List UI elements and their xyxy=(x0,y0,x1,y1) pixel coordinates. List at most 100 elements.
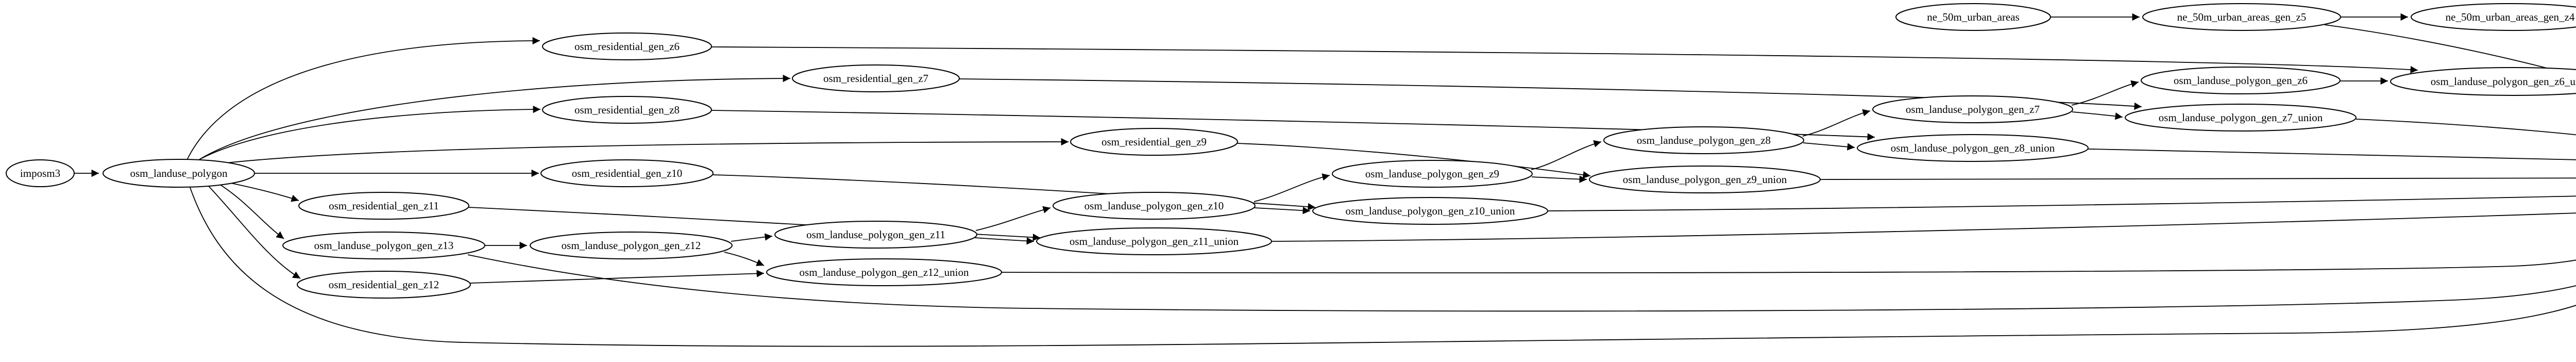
edge-gen-z12-to-gen-z11 xyxy=(731,233,773,242)
node-osm-landuse-polygon-gen-z6-shape xyxy=(2141,67,2341,94)
node-osm-landuse-polygon-gen-z9-union-label: osm_landuse_polygon_gen_z9_union xyxy=(1623,173,1787,186)
node-imposm3-shape xyxy=(6,159,75,187)
node-osm-landuse-polygon-gen-z10-union: osm_landuse_polygon_gen_z10_union xyxy=(1312,197,1548,225)
edge-gen-z9-union-to-layer-z9 xyxy=(1820,177,2576,180)
node-osm-residential-gen-z10: osm_residential_gen_z10 xyxy=(540,159,714,187)
node-osm-residential-gen-z6: osm_residential_gen_z6 xyxy=(542,32,712,60)
node-osm-residential-gen-z9-shape xyxy=(1070,128,1238,156)
node-osm-landuse-polygon-gen-z12-union: osm_landuse_polygon_gen_z12_union xyxy=(766,258,1002,286)
node-osm-landuse-polygon-gen-z8-label: osm_landuse_polygon_gen_z8 xyxy=(1637,134,1771,146)
edge-gen-z9-to-gen-z8 xyxy=(1531,140,1602,170)
edge-gen-z9-to-gen-z9-union xyxy=(1531,175,1587,183)
node-osm-landuse-polygon-gen-z9-label: osm_landuse_polygon_gen_z9 xyxy=(1365,168,1499,180)
node-osm-landuse-polygon-gen-z7-union-label: osm_landuse_polygon_gen_z7_union xyxy=(2159,111,2323,124)
edge-gen-z10-union-to-layer-z10 xyxy=(1547,195,2576,211)
node-osm-landuse-polygon-label: osm_landuse_polygon xyxy=(130,167,228,179)
node-osm-landuse-polygon-gen-z10-shape xyxy=(1053,192,1256,220)
node-layer: imposm3 osm_landuse_polygon osm_resident… xyxy=(6,3,2576,299)
node-osm-landuse-polygon-gen-z12-shape xyxy=(530,232,733,259)
node-osm-landuse-polygon-gen-z7-union: osm_landuse_polygon_gen_z7_union xyxy=(2125,104,2357,131)
edge-osm-landuse-polygon-to-layer-landuse-z14 xyxy=(189,186,2576,347)
edge-gen-z12-union-to-layer-z12 xyxy=(1001,259,2576,273)
edge-gen-z11-to-gen-z10 xyxy=(975,206,1051,231)
node-osm-landuse-polygon-gen-z10-label: osm_landuse_polygon_gen_z10 xyxy=(1084,200,1224,212)
node-osm-landuse-polygon: osm_landuse_polygon xyxy=(103,159,255,188)
node-osm-residential-gen-z7-label: osm_residential_gen_z7 xyxy=(823,72,928,85)
edge-gen-z7-to-gen-z7-union xyxy=(2072,111,2123,120)
node-osm-residential-gen-z11: osm_residential_gen_z11 xyxy=(298,192,469,220)
node-osm-residential-gen-z8-shape xyxy=(542,96,712,124)
node-osm-landuse-polygon-gen-z7-union-shape xyxy=(2125,104,2357,131)
node-osm-landuse-polygon-gen-z8-union-label: osm_landuse_polygon_gen_z8_union xyxy=(1891,142,2055,154)
edge-osm-landuse-polygon-to-osm-landuse-polygon-gen-z13 xyxy=(218,183,284,239)
node-imposm3: imposm3 xyxy=(6,159,75,187)
node-osm-landuse-polygon-gen-z10: osm_landuse_polygon_gen_z10 xyxy=(1053,192,1256,220)
node-osm-residential-gen-z11-label: osm_residential_gen_z11 xyxy=(329,200,439,212)
node-osm-landuse-polygon-gen-z7-shape xyxy=(1872,95,2073,123)
node-osm-landuse-polygon-gen-z11-union: osm_landuse_polygon_gen_z11_union xyxy=(1036,227,1272,255)
node-osm-landuse-polygon-gen-z8: osm_landuse_polygon_gen_z8 xyxy=(1603,126,1804,154)
node-osm-landuse-polygon-gen-z8-union-shape xyxy=(1857,134,2089,162)
node-osm-landuse-polygon-gen-z9: osm_landuse_polygon_gen_z9 xyxy=(1332,160,1533,188)
node-osm-landuse-polygon-shape xyxy=(103,159,255,188)
node-osm-residential-gen-z7-shape xyxy=(792,64,960,92)
node-ne-50m-urban-areas-shape xyxy=(1895,3,2051,31)
edge-gen-z11-union-to-layer-z11 xyxy=(1271,212,2576,242)
node-osm-residential-gen-z7: osm_residential_gen_z7 xyxy=(792,64,960,92)
node-osm-landuse-polygon-gen-z6: osm_landuse_polygon_gen_z6 xyxy=(2141,67,2341,94)
node-imposm3-label: imposm3 xyxy=(20,167,60,179)
node-osm-landuse-polygon-gen-z11-union-shape xyxy=(1036,227,1272,255)
edge-osm-landuse-polygon-to-osm-residential-gen-z8 xyxy=(191,105,541,164)
node-osm-landuse-polygon-gen-z7-label: osm_landuse_polygon_gen_z7 xyxy=(1906,103,2040,116)
node-osm-residential-gen-z8-label: osm_residential_gen_z8 xyxy=(574,104,680,116)
node-osm-landuse-polygon-gen-z12-union-label: osm_landuse_polygon_gen_z12_union xyxy=(800,266,969,278)
node-osm-residential-gen-z9: osm_residential_gen_z9 xyxy=(1070,128,1238,156)
edge-gen-z13-to-layer-z13 xyxy=(467,254,2576,312)
node-osm-residential-gen-z6-label: osm_residential_gen_z6 xyxy=(574,40,680,53)
edge-gen-z8-to-gen-z8-union xyxy=(1803,142,1855,151)
node-ne-50m-urban-areas-gen-z4-label: ne_50m_urban_areas_gen_z4 xyxy=(2446,11,2575,23)
edge-layer xyxy=(74,13,2576,347)
node-ne-50m-urban-areas-gen-z4: ne_50m_urban_areas_gen_z4 xyxy=(2411,3,2576,31)
edge-osm-landuse-polygon-to-osm-residential-gen-z12 xyxy=(208,185,301,279)
node-osm-landuse-polygon-gen-z6-union-shape xyxy=(2390,67,2576,96)
node-osm-landuse-polygon-gen-z11-union-label: osm_landuse_polygon_gen_z11_union xyxy=(1070,235,1239,248)
edge-gen-z10-to-gen-z9 xyxy=(1253,173,1330,202)
node-osm-residential-gen-z10-shape xyxy=(540,159,714,187)
node-osm-landuse-polygon-gen-z12-union-shape xyxy=(766,258,1002,286)
node-osm-landuse-polygon-gen-z7: osm_landuse_polygon_gen_z7 xyxy=(1872,95,2073,123)
node-osm-residential-gen-z6-shape xyxy=(542,32,712,60)
node-osm-landuse-polygon-gen-z11: osm_landuse_polygon_gen_z11 xyxy=(774,221,977,249)
edge-osm-landuse-polygon-to-osm-residential-gen-z7 xyxy=(194,74,791,163)
edge-osm-landuse-polygon-to-osm-residential-gen-z11 xyxy=(223,181,299,202)
node-osm-landuse-polygon-gen-z11-shape xyxy=(774,221,977,249)
node-osm-residential-gen-z9-label: osm_residential_gen_z9 xyxy=(1101,136,1207,148)
node-osm-landuse-polygon-gen-z6-label: osm_landuse_polygon_gen_z6 xyxy=(2174,74,2308,87)
node-osm-landuse-polygon-gen-z6-union-label: osm_landuse_polygon_gen_z6_union xyxy=(2431,75,2576,88)
node-osm-landuse-polygon-gen-z13-shape xyxy=(282,232,485,259)
node-osm-landuse-polygon-gen-z12-label: osm_landuse_polygon_gen_z12 xyxy=(562,239,701,252)
node-osm-landuse-polygon-gen-z13: osm_landuse_polygon_gen_z13 xyxy=(282,232,485,259)
node-osm-landuse-polygon-gen-z9-shape xyxy=(1332,160,1533,188)
node-osm-landuse-polygon-gen-z13-label: osm_landuse_polygon_gen_z13 xyxy=(314,239,454,252)
edge-gen-z12-to-gen-z12-union xyxy=(724,252,765,266)
node-osm-residential-gen-z12-label: osm_residential_gen_z12 xyxy=(329,278,439,291)
node-osm-residential-gen-z12: osm_residential_gen_z12 xyxy=(297,271,471,299)
edge-osm-landuse-polygon-to-osm-residential-gen-z9 xyxy=(200,138,1069,167)
node-ne-50m-urban-areas-gen-z5-label: ne_50m_urban_areas_gen_z5 xyxy=(2177,11,2307,23)
node-ne-50m-urban-areas-gen-z5: ne_50m_urban_areas_gen_z5 xyxy=(2142,3,2341,31)
node-ne-50m-urban-areas-gen-z4-shape xyxy=(2411,3,2576,31)
node-osm-landuse-polygon-gen-z9-union-shape xyxy=(1589,166,1821,193)
node-osm-landuse-polygon-gen-z11-label: osm_landuse_polygon_gen_z11 xyxy=(806,228,945,241)
node-osm-residential-gen-z11-shape xyxy=(298,192,469,220)
node-osm-residential-gen-z8: osm_residential_gen_z8 xyxy=(542,96,712,124)
edge-osm-landuse-polygon-to-osm-residential-gen-z6 xyxy=(186,37,540,161)
edge-residential-z9-to-gen-z9-union xyxy=(1237,143,1591,179)
node-ne-50m-urban-areas-gen-z5-shape xyxy=(2142,3,2341,31)
node-osm-landuse-polygon-gen-z9-union: osm_landuse_polygon_gen_z9_union xyxy=(1589,166,1821,193)
node-osm-residential-gen-z10-label: osm_residential_gen_z10 xyxy=(572,167,683,179)
edge-gen-z7-union-to-layer-z7 xyxy=(2355,119,2576,136)
node-osm-landuse-polygon-gen-z8-shape xyxy=(1603,126,1804,154)
node-osm-residential-gen-z12-shape xyxy=(297,271,471,299)
edge-residential-z12-to-gen-z12-union xyxy=(470,270,765,284)
